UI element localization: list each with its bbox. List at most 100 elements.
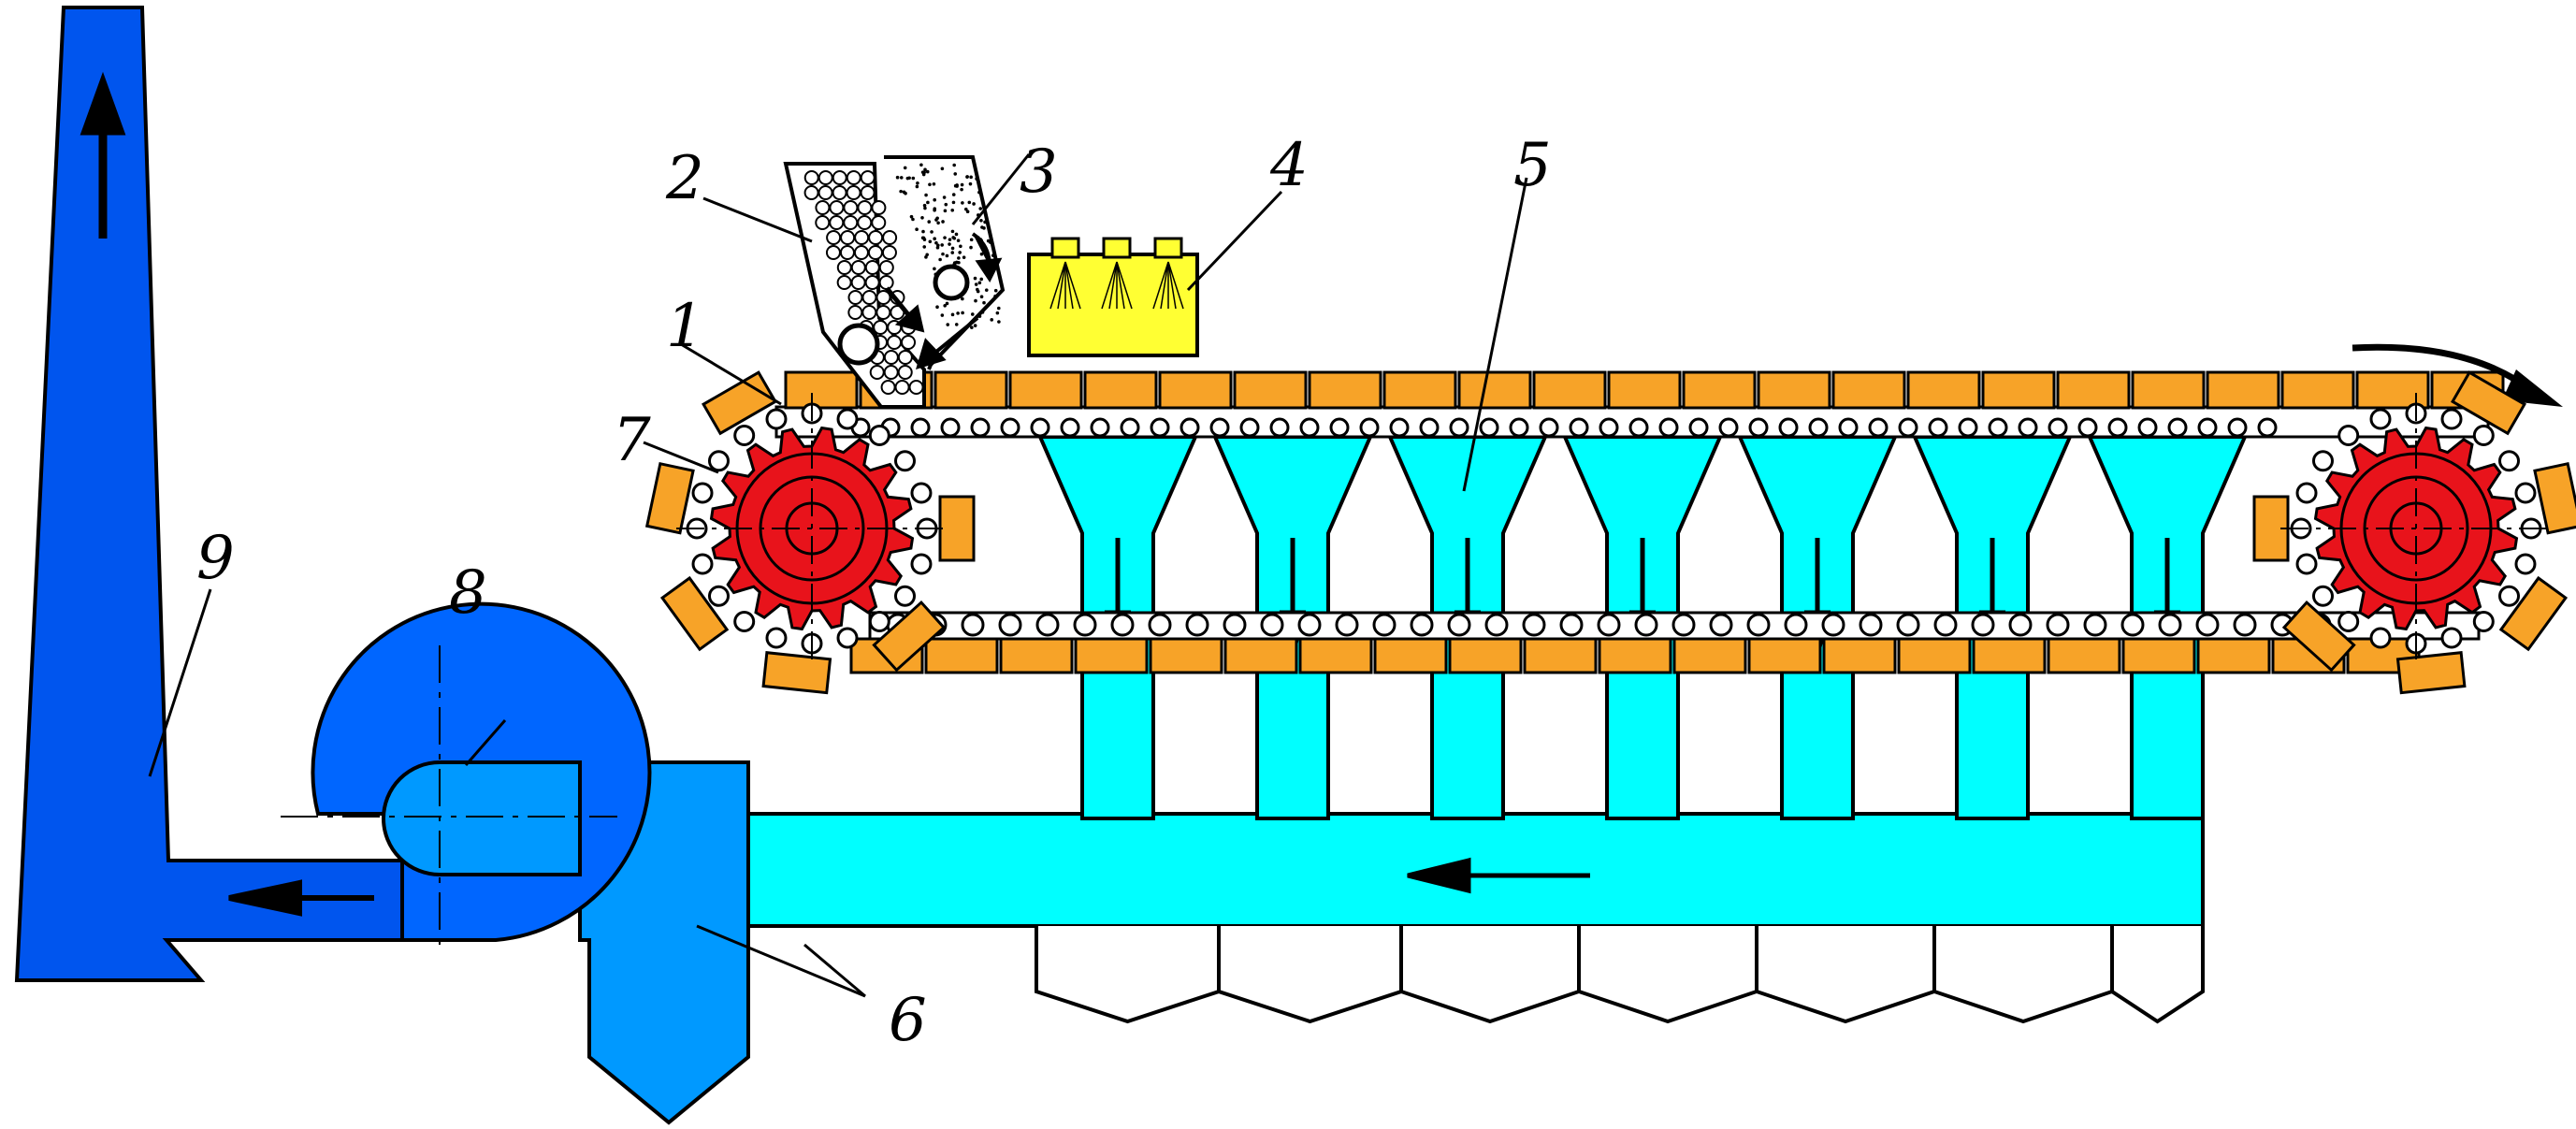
pallet	[1822, 637, 1897, 674]
granule	[840, 230, 856, 245]
collector-hoppers	[1035, 926, 2205, 1024]
burner	[1102, 237, 1132, 259]
charge-particle	[899, 189, 903, 194]
pallet	[1598, 637, 1672, 674]
charge-particle	[990, 318, 994, 322]
roller	[836, 408, 859, 430]
exhaust-arrow-icon	[228, 879, 374, 917]
charge-particle	[984, 288, 989, 292]
exhauster-inlet-pipe	[382, 760, 582, 876]
roller	[1958, 417, 1978, 438]
roller	[1223, 613, 1247, 637]
roller	[1821, 613, 1845, 637]
roller	[1928, 417, 1948, 438]
charge-particle	[940, 313, 945, 317]
granule	[832, 185, 847, 200]
charge-particle	[961, 311, 964, 315]
charge-particle	[953, 183, 958, 188]
roller	[765, 408, 788, 430]
roller	[1746, 613, 1771, 637]
charge-hopper-body	[884, 155, 1006, 370]
granule	[883, 365, 899, 380]
roller	[2120, 613, 2145, 637]
pallet	[2131, 370, 2206, 410]
charge-particle	[933, 208, 936, 212]
pallet	[1083, 370, 1158, 410]
pallet	[644, 461, 695, 535]
roller	[910, 417, 931, 438]
pallet	[938, 495, 976, 562]
charge-particle	[941, 220, 945, 224]
charge-hopper	[884, 155, 1006, 370]
roller	[2233, 613, 2257, 637]
pallet	[924, 637, 999, 674]
granule	[832, 170, 847, 185]
pallet	[2280, 370, 2355, 410]
charge-particle	[954, 323, 959, 326]
pallet	[1897, 637, 1972, 674]
charge-particle	[928, 182, 932, 187]
granule	[880, 380, 896, 395]
charge-particle	[921, 229, 925, 234]
roller	[940, 417, 961, 438]
charge-particle	[922, 203, 927, 208]
pallet	[2533, 461, 2576, 535]
roller	[1110, 613, 1135, 637]
charge-particle	[932, 181, 936, 186]
roller	[1269, 417, 1290, 438]
roller	[894, 450, 917, 472]
roller	[1628, 417, 1649, 438]
granule	[878, 260, 894, 275]
charge-flow-arrow-icon	[971, 232, 1003, 282]
dust-hopper	[1755, 926, 1936, 1024]
pallet	[1972, 637, 2047, 674]
charge-particle	[950, 246, 955, 251]
collector-flow-arrow-icon	[1407, 857, 1590, 894]
granule	[860, 185, 876, 200]
pallet	[784, 370, 859, 410]
roller	[2137, 417, 2158, 438]
granule	[815, 215, 831, 230]
charge-particle	[961, 297, 964, 301]
roller	[1971, 613, 1995, 637]
roller	[910, 553, 933, 575]
granule	[846, 185, 861, 200]
roller	[961, 613, 985, 637]
granule	[818, 170, 833, 185]
granule	[843, 215, 859, 230]
pallet-strand	[774, 343, 2563, 674]
flame-line	[1064, 261, 1081, 310]
roller	[2167, 417, 2188, 438]
charge-particle	[993, 288, 998, 293]
granule	[843, 200, 859, 215]
charge-particle	[957, 256, 961, 260]
roller	[1479, 417, 1499, 438]
charge-particle	[995, 311, 1000, 315]
roller	[1484, 613, 1509, 637]
pallet	[2056, 370, 2131, 410]
roller	[1299, 417, 1320, 438]
pallet	[1382, 370, 1457, 410]
charge-particle	[946, 323, 950, 326]
label-vacuum-chambers: 5	[1513, 131, 1552, 200]
pallet	[933, 370, 1008, 410]
granule	[839, 245, 855, 260]
granule	[836, 260, 852, 275]
pallet	[702, 370, 777, 436]
charge-particle	[915, 227, 919, 232]
granule	[850, 275, 866, 290]
charge-particle	[923, 167, 927, 172]
charge-particle	[969, 245, 973, 250]
charge-particle	[921, 236, 926, 240]
charge-particle	[993, 294, 997, 298]
charge-particle	[991, 253, 995, 257]
roller	[2295, 482, 2318, 504]
charge-particle	[979, 219, 983, 223]
charge-particle	[943, 209, 948, 213]
charge-particle	[959, 244, 962, 249]
granule	[836, 275, 852, 290]
charge-particle	[930, 230, 933, 234]
label-bedding-hopper: 2	[665, 144, 704, 213]
charge-particle	[933, 237, 936, 241]
flame-line	[1101, 261, 1118, 310]
